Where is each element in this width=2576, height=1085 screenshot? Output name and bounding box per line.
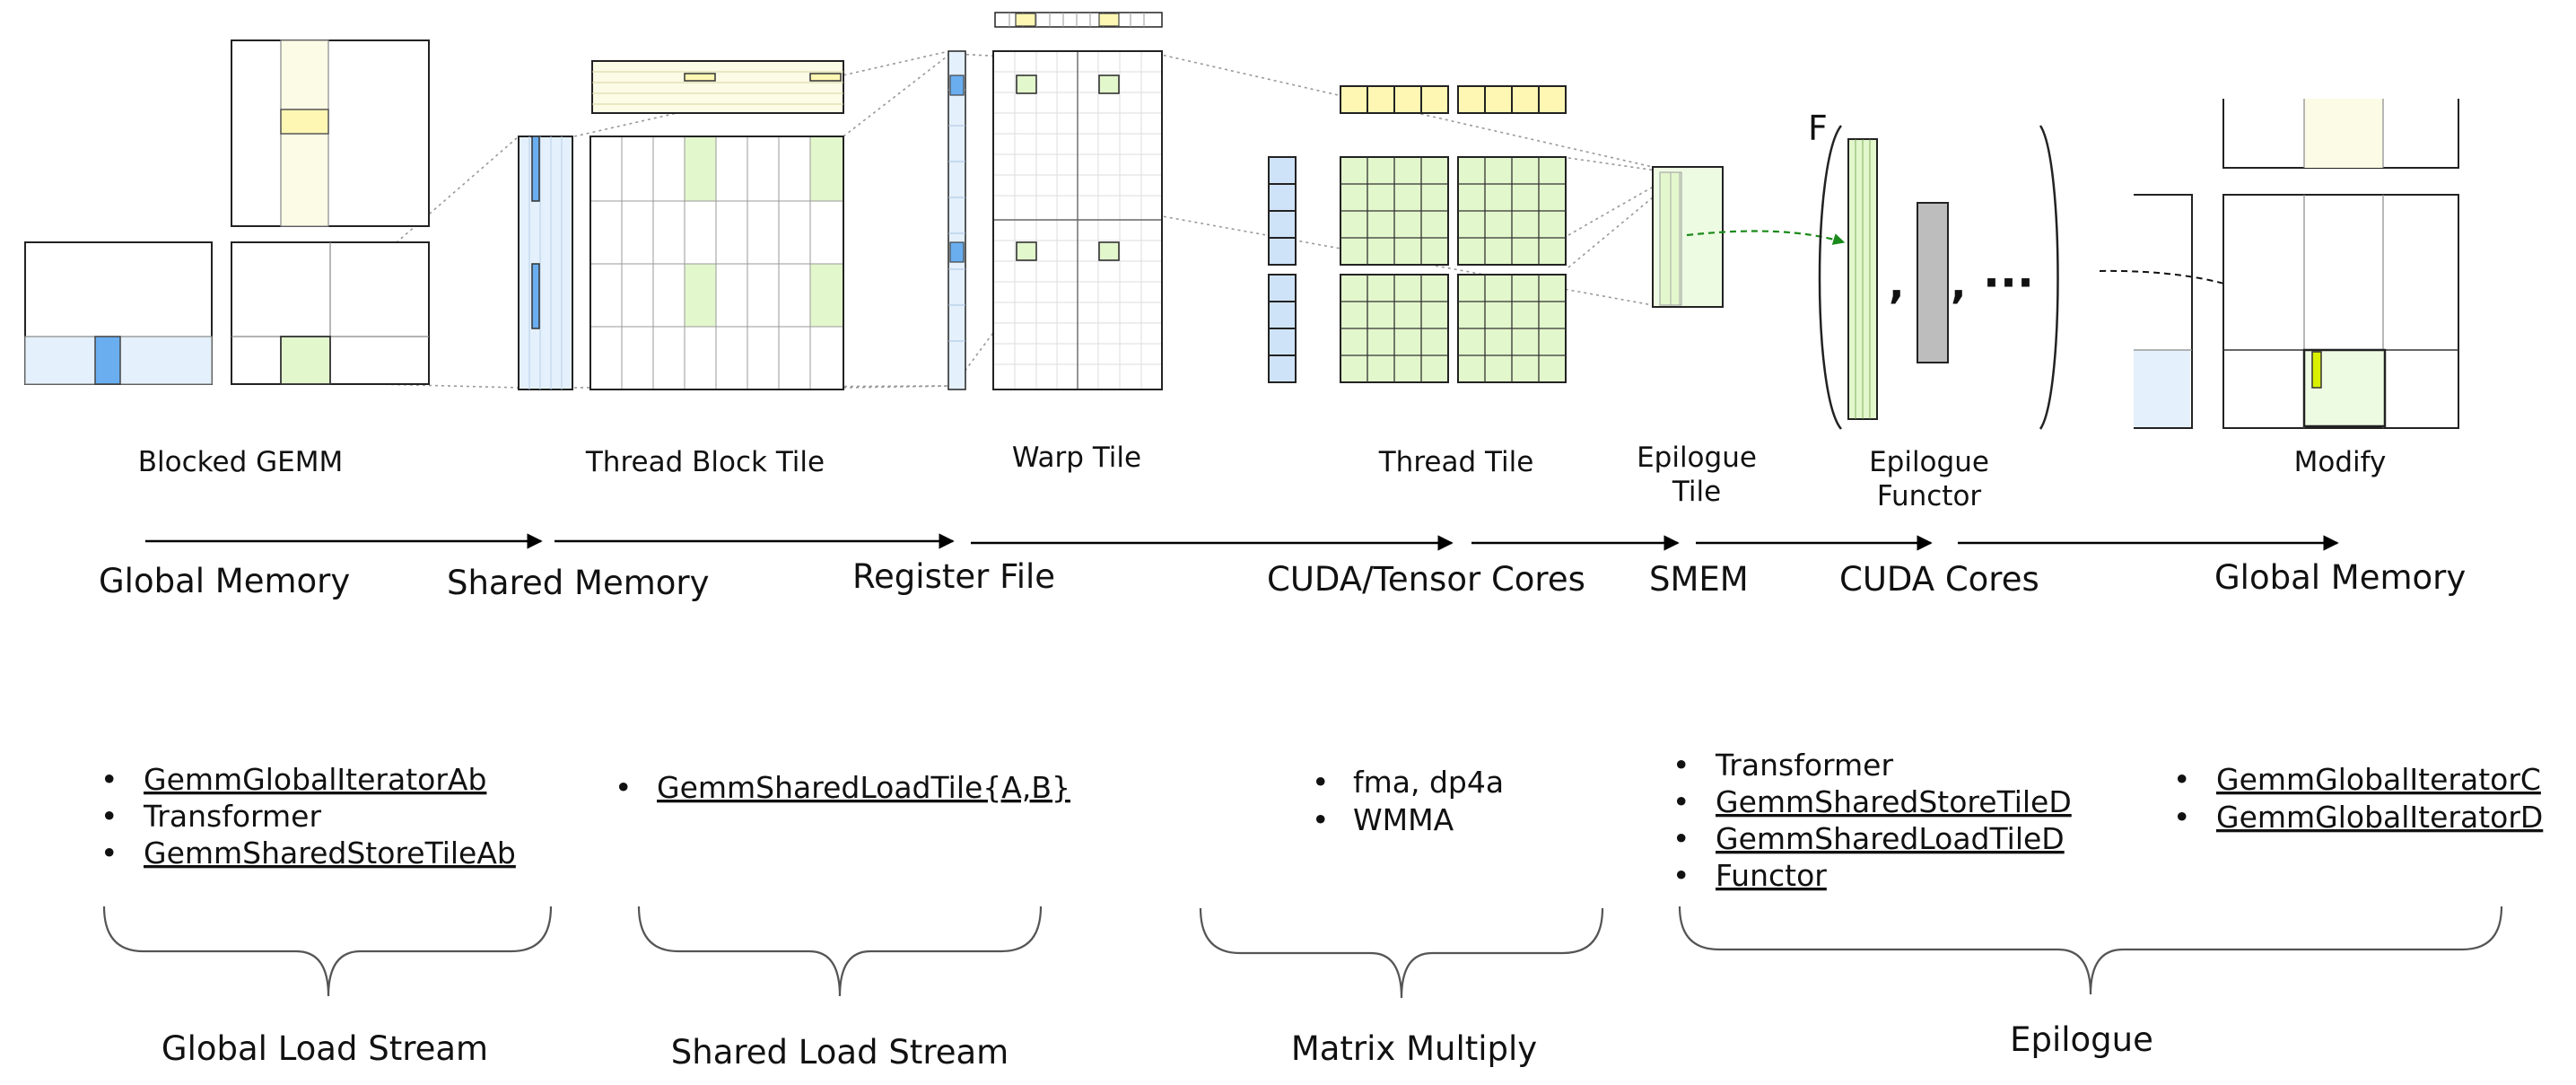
functor-comma: ,	[1889, 259, 1904, 308]
list-item: GemmGlobalIteratorAb	[144, 762, 486, 797]
bullet-dot: •	[1672, 748, 1690, 783]
green-dashed-arrow	[1686, 230, 1846, 245]
mem-smem: SMEM	[1649, 560, 1749, 599]
brace-shared-load	[637, 906, 1043, 997]
label-thread-block-tile: Thread Block Tile	[585, 446, 825, 478]
list-item: fma, dp4a	[1353, 765, 1504, 800]
list-item: GemmSharedLoadTile{A,B}	[657, 770, 1070, 805]
functor-ellipsis: ···	[1983, 257, 2034, 309]
thread-block-tile-figure	[518, 60, 844, 390]
list-global-load: • GemmGlobalIteratorAb • Transformer • G…	[100, 762, 516, 871]
brace-global-load	[102, 906, 553, 997]
label-epilogue-functor-2: Functor	[1877, 480, 1982, 512]
label-warp-tile: Warp Tile	[1012, 442, 1141, 474]
thread-tile-figure	[1268, 85, 1567, 383]
label-modify: Modify	[2294, 446, 2387, 478]
list-matrix-multiply: • fma, dp4a • WMMA	[1312, 765, 1504, 837]
mem-register-file: Register File	[852, 557, 1055, 596]
label-epilogue-functor-1: Epilogue	[1869, 446, 1989, 478]
brace-epilogue	[1678, 906, 2503, 995]
mem-global-memory-src: Global Memory	[99, 562, 350, 600]
label-thread-tile: Thread Tile	[1378, 446, 1534, 478]
epilogue-tile-figure	[1652, 166, 1724, 308]
bullet-dot: •	[1672, 784, 1690, 819]
group-global-load-stream: Global Load Stream	[162, 1029, 488, 1068]
list-epilogue-a: • Transformer • GemmSharedStoreTileD • G…	[1672, 748, 2072, 893]
bullet-dot: •	[1312, 802, 1329, 837]
group-shared-load-stream: Shared Load Stream	[671, 1033, 1009, 1072]
bullet-dot: •	[1672, 821, 1690, 856]
group-epilogue: Epilogue	[2010, 1020, 2153, 1059]
list-item: GemmGlobalIteratorD	[2216, 800, 2543, 835]
memory-path-arrows	[145, 533, 2339, 551]
list-epilogue-b: • GemmGlobalIteratorC • GemmGlobalIterat…	[2173, 762, 2543, 835]
mem-cuda-tensor-cores: CUDA/Tensor Cores	[1267, 560, 1585, 599]
bullet-dot: •	[100, 836, 118, 871]
list-item: GemmGlobalIteratorC	[2216, 762, 2541, 797]
black-dashed-arrow	[2099, 269, 2318, 350]
epilogue-functor-figure	[1818, 125, 2059, 430]
group-braces	[102, 906, 2503, 999]
blocked-gemm-figure	[24, 39, 430, 385]
mem-cuda-cores: CUDA Cores	[1839, 560, 2039, 599]
list-item: GemmSharedStoreTileAb	[144, 836, 516, 871]
bullet-dot: •	[1312, 765, 1329, 800]
list-item: GemmSharedLoadTileD	[1716, 821, 2065, 856]
bullet-dot: •	[2173, 762, 2190, 797]
modify-figure	[2134, 99, 2459, 429]
stage-labels: Blocked GEMM Thread Block Tile Warp Tile…	[138, 442, 2387, 512]
group-labels: Global Load Stream Shared Load Stream Ma…	[162, 1020, 2153, 1072]
list-item: WMMA	[1353, 802, 1454, 837]
thread-tile-blocks	[1340, 156, 1567, 383]
bullet-dot: •	[2173, 800, 2190, 835]
brace-matrix-multiply	[1199, 907, 1604, 999]
mem-global-memory-dst: Global Memory	[2214, 558, 2466, 597]
bullet-dot: •	[615, 770, 632, 805]
group-matrix-multiply: Matrix Multiply	[1291, 1029, 1537, 1068]
warp-tile-figure	[947, 12, 1163, 390]
label-epilogue-tile-2: Tile	[1672, 476, 1721, 508]
bullet-dot: •	[100, 762, 118, 797]
mem-shared-memory: Shared Memory	[447, 564, 710, 602]
functor-comma-2: ,	[1951, 259, 1966, 308]
memory-path-labels: Global Memory Shared Memory Register Fil…	[99, 557, 2466, 602]
list-item: Functor	[1716, 858, 1827, 893]
bullet-dot: •	[1672, 858, 1690, 893]
label-epilogue-tile-1: Epilogue	[1637, 442, 1757, 474]
list-item: Transformer	[1715, 748, 1893, 783]
list-shared-load: • GemmSharedLoadTile{A,B}	[615, 770, 1070, 805]
list-item: GemmSharedStoreTileD	[1716, 784, 2072, 819]
bullet-dot: •	[100, 799, 118, 834]
label-blocked-gemm: Blocked GEMM	[138, 446, 343, 478]
functor-symbol: F	[1808, 109, 1828, 148]
list-item: Transformer	[143, 799, 321, 834]
